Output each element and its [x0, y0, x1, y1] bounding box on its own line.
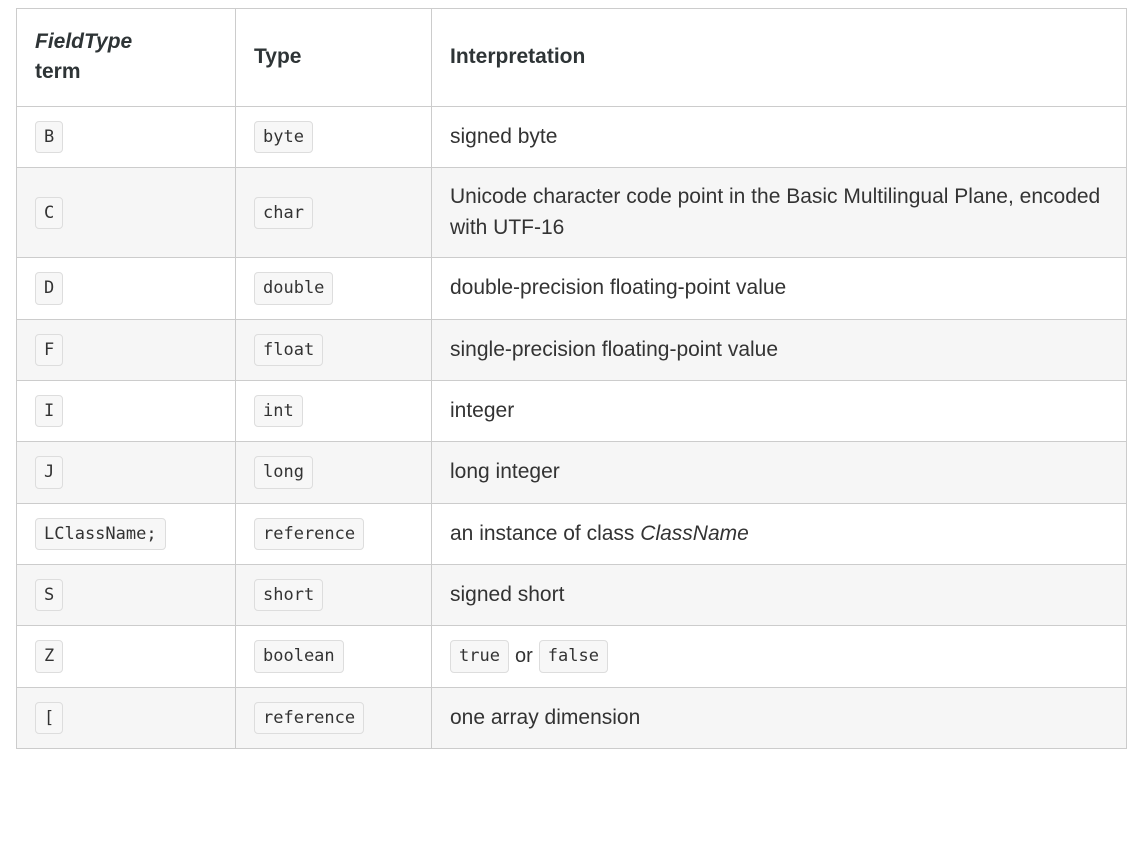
cell-interpretation: long integer: [431, 441, 1127, 504]
cell-fieldtype-term: LClassName;: [16, 502, 236, 566]
code-chip-term: LClassName;: [35, 517, 166, 551]
code-chip-term: I: [35, 394, 64, 428]
cell-interpretation: signed byte: [431, 105, 1127, 169]
interpretation-text: an instance of class ClassName: [450, 522, 749, 545]
interpretation-separator: or: [514, 645, 533, 668]
cell-fieldtype-term: [: [16, 686, 236, 750]
interpretation-text: Unicode character code point in the Basi…: [450, 185, 1101, 239]
interpretation-text: long integer: [450, 460, 560, 484]
fieldtype-descriptor-table: FieldType term Type Interpretation B byt…: [16, 8, 1127, 750]
cell-type: byte: [235, 105, 432, 169]
interpretation-text: integer: [450, 398, 515, 422]
code-chip-type: short: [254, 579, 324, 612]
interpretation-text: signed short: [450, 583, 565, 607]
cell-fieldtype-term: C: [16, 167, 236, 259]
code-chip-true: true: [450, 640, 509, 673]
cell-fieldtype-term: I: [16, 379, 236, 443]
cell-fieldtype-term: B: [16, 105, 236, 169]
cell-interpretation: signed short: [431, 564, 1127, 627]
code-chip-term: C: [35, 196, 64, 229]
table-container: FieldType term Type Interpretation B byt…: [16, 8, 1127, 750]
table-row: LClassName; reference an instance of cla…: [16, 502, 1127, 566]
table-row: [ reference one array dimension: [16, 686, 1127, 750]
cell-fieldtype-term: S: [16, 564, 236, 627]
cell-type: boolean: [235, 625, 432, 688]
code-chip-term: B: [35, 120, 64, 154]
code-chip-type: double: [254, 272, 334, 305]
cell-interpretation: double-precision floating-point value: [431, 257, 1127, 320]
interpretation-text: signed byte: [450, 124, 558, 148]
table-header: FieldType term Type Interpretation: [16, 8, 1127, 107]
code-chip-type: byte: [254, 120, 313, 154]
table-row: S short signed short: [16, 564, 1127, 627]
cell-interpretation: integer: [431, 379, 1127, 443]
column-header-interpretation: Interpretation: [431, 8, 1127, 107]
code-chip-term: F: [35, 333, 64, 366]
column-header-type: Type: [235, 8, 432, 107]
cell-interpretation: Unicode character code point in the Basi…: [431, 167, 1127, 259]
table-header-row: FieldType term Type Interpretation: [16, 8, 1127, 107]
code-chip-term: S: [35, 579, 64, 612]
table-row: J long long integer: [16, 441, 1127, 504]
cell-interpretation: single-precision floating-point value: [431, 318, 1127, 381]
table-body: B byte signed byte C char Unicode charac…: [16, 105, 1127, 750]
table-row: I int integer: [16, 379, 1127, 443]
cell-type: double: [235, 257, 432, 320]
code-chip-false: false: [538, 640, 608, 673]
cell-type: float: [235, 318, 432, 381]
interpretation-text: double-precision floating-point value: [450, 276, 787, 300]
code-chip-type: reference: [254, 701, 365, 735]
code-chip-type: float: [254, 333, 324, 366]
cell-fieldtype-term: J: [16, 441, 236, 504]
code-chip-term: [: [35, 701, 64, 735]
code-chip-term: Z: [35, 640, 64, 673]
cell-fieldtype-term: D: [16, 257, 236, 320]
code-chip-type: char: [254, 196, 313, 229]
cell-type: reference: [235, 502, 432, 566]
interpretation-prefix: an instance of class: [450, 521, 641, 545]
table-row: B byte signed byte: [16, 105, 1127, 169]
cell-fieldtype-term: Z: [16, 625, 236, 688]
code-chip-type: int: [254, 394, 303, 428]
cell-type: reference: [235, 686, 432, 750]
cell-interpretation: an instance of class ClassName: [431, 502, 1127, 566]
interpretation-text: single-precision floating-point value: [450, 337, 779, 361]
column-header-fieldtype-label: FieldType: [35, 30, 133, 53]
interpretation-text: one array dimension: [450, 705, 641, 729]
code-chip-term: J: [35, 456, 64, 489]
table-row: D double double-precision floating-point…: [16, 257, 1127, 320]
cell-type: int: [235, 379, 432, 443]
column-header-fieldtype-term: FieldType term: [16, 8, 236, 107]
cell-type: short: [235, 564, 432, 627]
cell-interpretation: one array dimension: [431, 686, 1127, 750]
cell-type: char: [235, 167, 432, 259]
interpretation-boolean-values: true or false: [450, 640, 1108, 673]
table-row: F float single-precision floating-point …: [16, 318, 1127, 381]
interpretation-emphasis-classname: ClassName: [640, 521, 749, 545]
cell-fieldtype-term: F: [16, 318, 236, 381]
code-chip-type: boolean: [254, 640, 344, 673]
cell-type: long: [235, 441, 432, 504]
table-row: Z boolean true or false: [16, 625, 1127, 688]
code-chip-type: reference: [254, 517, 365, 551]
column-header-term-label: term: [35, 60, 81, 84]
code-chip-term: D: [35, 272, 64, 305]
table-row: C char Unicode character code point in t…: [16, 167, 1127, 259]
cell-interpretation: true or false: [431, 625, 1127, 688]
code-chip-type: long: [254, 456, 313, 489]
